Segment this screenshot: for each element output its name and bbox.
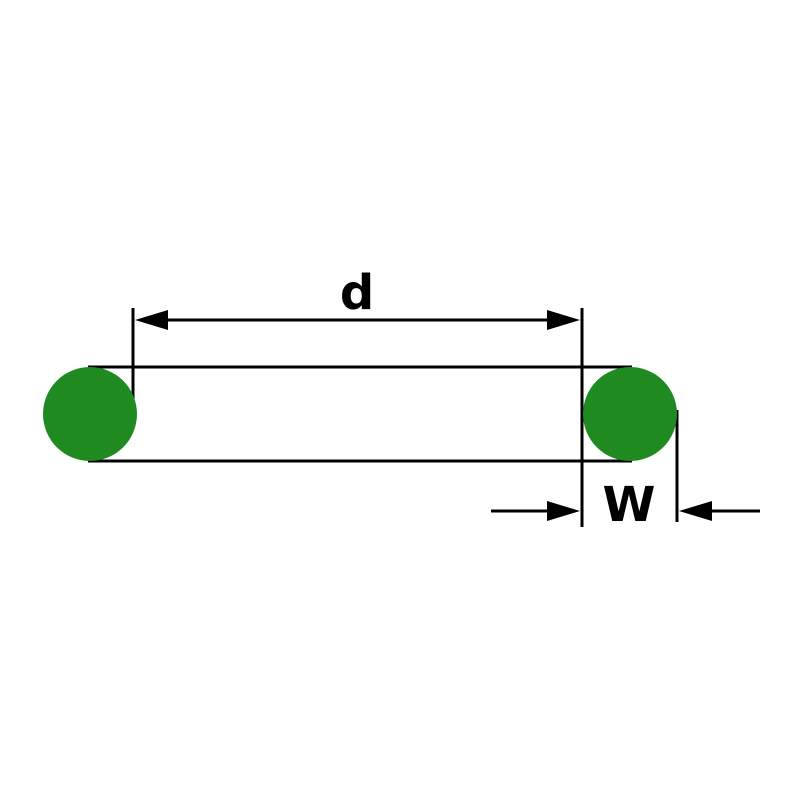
w-dimension-lines	[491, 410, 760, 522]
d-arrowhead-right	[547, 310, 580, 330]
d-dimension-lines	[131, 308, 584, 527]
ring-cross-sections	[43, 367, 677, 461]
right-cross-section	[583, 367, 677, 461]
w-arrowhead-right	[679, 501, 712, 521]
left-cross-section	[43, 367, 137, 461]
d-label: d	[340, 265, 374, 321]
w-label: W	[603, 477, 656, 533]
w-dimension-arrowheads	[547, 501, 712, 521]
w-arrowhead-left	[547, 501, 580, 521]
ring-surface-lines	[88, 365, 632, 463]
d-arrowhead-left	[135, 310, 168, 330]
d-dimension-arrowheads	[135, 310, 580, 330]
